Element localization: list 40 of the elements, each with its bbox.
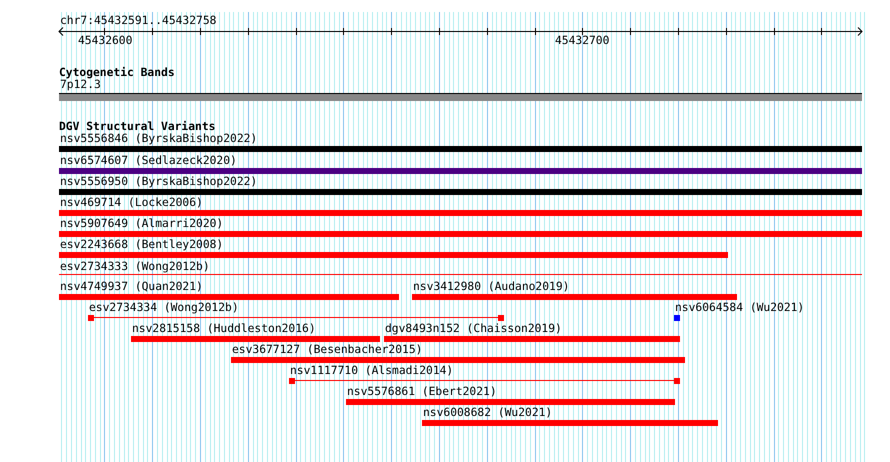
variant-bar xyxy=(59,168,862,174)
band-label: 7p12.3 xyxy=(60,79,101,91)
variant-bar xyxy=(231,357,685,363)
variant-bar xyxy=(412,294,737,300)
variant-bar xyxy=(59,210,862,216)
variant-label: esv2734333 (Wong2012b) xyxy=(60,261,210,273)
variant-bar xyxy=(88,315,504,321)
variant-bar xyxy=(59,252,728,258)
variant-bar xyxy=(59,294,399,300)
variant-bar xyxy=(59,231,862,237)
variant-label: nsv2815158 (Huddleston2016) xyxy=(132,323,316,335)
variant-label: nsv469714 (Locke2006) xyxy=(60,197,203,209)
variant-label: nsv5556846 (ByrskaBishop2022) xyxy=(60,133,258,145)
axis-tick-label: 45432600 xyxy=(78,35,132,47)
track-heading: Cytogenetic Bands xyxy=(59,67,175,79)
variant-bar xyxy=(384,336,680,342)
variant-label: nsv4749937 (Quan2021) xyxy=(60,281,203,293)
coordinate-range-label: chr7:45432591..45432758 xyxy=(60,15,216,27)
cytoband-bar xyxy=(59,93,862,101)
axis-tick-label: 45432700 xyxy=(555,35,610,47)
variant-bar xyxy=(289,378,680,384)
variant-label: dgv8493n152 (Chaisson2019) xyxy=(385,323,562,335)
variant-label: nsv6064584 (Wu2021) xyxy=(675,302,804,314)
variant-label: esv3677127 (Besenbacher2015) xyxy=(232,344,422,356)
variant-bar xyxy=(422,420,718,426)
variant-label: esv2243668 (Bentley2008) xyxy=(60,239,224,251)
variant-bar xyxy=(59,189,862,195)
variant-label: nsv6008682 (Wu2021) xyxy=(423,407,552,419)
variant-label: nsv3412980 (Audano2019) xyxy=(413,281,570,293)
variant-label: nsv5907649 (Almarri2020) xyxy=(60,218,224,230)
variant-bar xyxy=(346,399,675,405)
variant-bar xyxy=(59,146,862,152)
variant-label: nsv1117710 (Alsmadi2014) xyxy=(290,365,454,377)
variant-bar xyxy=(131,336,380,342)
variant-label: nsv5556950 (ByrskaBishop2022) xyxy=(60,176,258,188)
variant-label: nsv6574607 (Sedlazeck2020) xyxy=(60,155,237,167)
variant-bar xyxy=(674,315,680,321)
track-heading: DGV Structural Variants xyxy=(59,121,216,133)
variant-label: nsv5576861 (Ebert2021) xyxy=(347,386,497,398)
variant-label: esv2734334 (Wong2012b) xyxy=(89,302,239,314)
